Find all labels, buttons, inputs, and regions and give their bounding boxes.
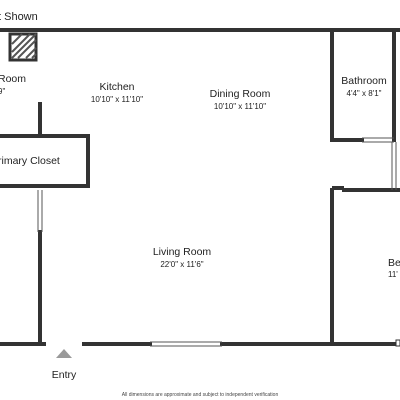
kitchen-dims: 10'10" x 11'10" bbox=[91, 95, 143, 104]
bathroom-dims: 4'4" x 8'1" bbox=[347, 89, 382, 98]
bedroom-dims: 11' bbox=[388, 270, 398, 279]
entry-arrow-icon bbox=[56, 349, 72, 358]
bedroom-name: Be bbox=[388, 257, 400, 269]
openings bbox=[37, 137, 400, 347]
bathroom-name: Bathroom bbox=[341, 75, 387, 87]
dining-room-dims: 10'10" x 11'10" bbox=[214, 102, 266, 111]
entry-label: Entry bbox=[52, 369, 77, 381]
walls bbox=[0, 28, 400, 346]
dining-room-name: Dining Room bbox=[210, 88, 271, 100]
living-room-name: Living Room bbox=[153, 246, 212, 258]
left-room-name: Room bbox=[0, 73, 26, 85]
kitchen-name: Kitchen bbox=[99, 81, 134, 93]
bed-corner-marker bbox=[395, 339, 400, 347]
header-text: t Shown bbox=[0, 11, 38, 23]
footer-note: All dimensions are approximate and subje… bbox=[122, 392, 279, 398]
chimney-hatch bbox=[8, 32, 38, 62]
left-room-dims: 9" bbox=[0, 87, 5, 96]
primary-closet-name: rimary Closet bbox=[0, 155, 60, 167]
living-room-dims: 22'0" x 11'6" bbox=[160, 260, 203, 269]
